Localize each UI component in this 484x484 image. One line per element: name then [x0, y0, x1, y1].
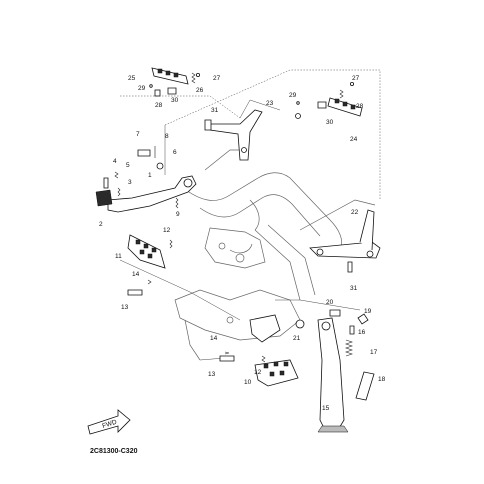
- pin-30b: [317, 101, 327, 109]
- sidestand-assembly: [295, 309, 375, 433]
- footrest-bracket-23: [204, 109, 263, 161]
- callout-2: 2: [99, 221, 103, 228]
- callout-19: 19: [364, 308, 372, 315]
- callout-9: 9: [176, 211, 180, 218]
- forward-direction-arrow: FWD: [87, 409, 131, 435]
- callout-1: 1: [148, 172, 152, 179]
- callout-17: 17: [370, 349, 378, 356]
- callout-10: 10: [244, 379, 252, 386]
- washer-6: [156, 162, 164, 170]
- callout-30b: 30: [326, 119, 334, 126]
- bolt-31b: [347, 261, 353, 273]
- callout-23: 23: [266, 100, 274, 107]
- footrest-bracket: [249, 314, 281, 343]
- spring-9: [175, 197, 179, 209]
- pin-27a: [195, 73, 200, 78]
- callout-30a: 30: [171, 97, 179, 104]
- callout-12a: 12: [163, 227, 171, 234]
- callout-20: 20: [326, 299, 334, 306]
- callout-24: 24: [350, 136, 358, 143]
- footrest-peg-25: [151, 67, 189, 85]
- callout-8: 8: [165, 133, 169, 140]
- spring-3: [117, 187, 121, 197]
- spring-28b: [339, 89, 344, 99]
- callout-labels: 1 2 3 4 5 6 7 8 9 10 11 12 12 13 13 14 1…: [99, 75, 386, 412]
- bolt-31a: [204, 119, 212, 131]
- pin-30a: [167, 87, 177, 95]
- footrest-bracket-22: [309, 209, 381, 273]
- washer-28c: [295, 113, 301, 119]
- callout-14a: 14: [132, 271, 140, 278]
- callout-11: 11: [115, 253, 122, 260]
- bolt-7: [137, 149, 151, 157]
- callout-6: 6: [173, 149, 177, 156]
- callout-21: 21: [293, 335, 301, 342]
- callout-28b: 28: [356, 103, 364, 110]
- callout-5: 5: [126, 162, 130, 169]
- spring-26: [191, 72, 196, 84]
- assembly-leader-lines: [119, 69, 381, 361]
- cover-18: [355, 371, 375, 401]
- clip-29b: [296, 101, 300, 105]
- callout-14b: 14: [210, 335, 218, 342]
- pedal-tip-2: [95, 189, 113, 207]
- callout-3: 3: [128, 179, 132, 186]
- callout-18: 18: [378, 376, 386, 383]
- callout-22: 22: [351, 209, 359, 216]
- callout-31a: 31: [211, 107, 219, 114]
- pin-27b: [349, 82, 354, 87]
- fwd-label: FWD: [101, 419, 118, 430]
- rear-footrest-left-assembly: [149, 67, 200, 97]
- front-footrest-left-11: [127, 234, 173, 296]
- callout-12b: 12: [254, 369, 262, 376]
- pin-16: [349, 325, 355, 335]
- bolt-13a: [127, 289, 143, 296]
- spring-5: [114, 171, 119, 179]
- bolt-20: [329, 309, 341, 317]
- callout-7: 7: [136, 131, 140, 138]
- brake-pedal-assembly: [95, 146, 197, 213]
- nut-21: [295, 319, 305, 329]
- callout-28a: 28: [155, 102, 163, 109]
- spring-17: [345, 339, 353, 357]
- sidestand-15: [317, 317, 345, 431]
- callout-13b: 13: [208, 371, 216, 378]
- bolt-4: [103, 177, 109, 189]
- callout-4: 4: [113, 158, 117, 165]
- callout-13a: 13: [121, 304, 129, 311]
- pin-14b: [224, 351, 230, 355]
- callout-29b: 29: [289, 92, 297, 99]
- pin-14a: [147, 279, 152, 285]
- bracket-19: [357, 313, 369, 325]
- callout-26: 26: [196, 87, 204, 94]
- bolt-13b: [219, 355, 235, 362]
- callout-31b: 31: [350, 285, 358, 292]
- washer-28a: [154, 89, 161, 97]
- footrest-peg-24: [327, 97, 363, 117]
- front-footrest-right-10: [219, 314, 299, 387]
- callout-29a: 29: [138, 85, 146, 92]
- brake-pedal-1: [107, 175, 197, 213]
- spring-12b: [261, 355, 266, 363]
- clip-29a: [149, 84, 153, 88]
- callout-15: 15: [322, 405, 330, 412]
- callout-27a: 27: [213, 75, 221, 82]
- spring-12a: [169, 239, 173, 249]
- callout-16: 16: [358, 329, 366, 336]
- diagram-code: 2C81300-C320: [90, 448, 138, 455]
- callout-25: 25: [128, 75, 136, 82]
- rear-footrest-right-assembly: [295, 82, 363, 119]
- callout-27b: 27: [352, 75, 360, 82]
